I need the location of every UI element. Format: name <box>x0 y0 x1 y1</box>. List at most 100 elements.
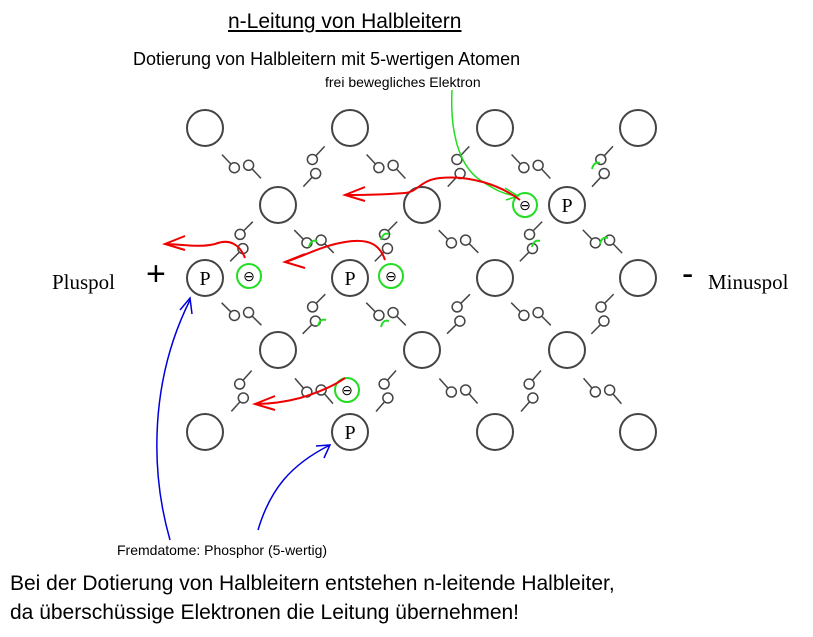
flow-arrowhead <box>161 235 186 251</box>
bond-line <box>365 302 376 313</box>
phosphor-atom <box>548 186 586 224</box>
minuspol-label: Minuspol <box>708 270 789 294</box>
bond-electron <box>242 159 255 172</box>
bond-electron <box>228 309 241 322</box>
bond-electron <box>381 242 394 255</box>
bond-line <box>532 221 543 232</box>
bond-electron <box>373 161 385 174</box>
bond-line <box>459 145 470 157</box>
bond-line <box>541 315 552 326</box>
electron-mark <box>317 318 327 327</box>
bond-line <box>396 315 407 326</box>
bond-electron <box>306 301 319 313</box>
pointer-arrowhead <box>315 444 332 459</box>
silicon-atom <box>619 259 657 297</box>
bond-line <box>604 293 615 304</box>
electron-mark <box>308 239 318 248</box>
plus-sign: + <box>146 255 166 293</box>
silicon-atom <box>259 186 297 224</box>
bond-line <box>612 243 623 254</box>
bond-line <box>302 176 313 188</box>
bond-line <box>603 145 614 157</box>
bond-line <box>468 243 479 254</box>
bond-electron <box>451 301 463 313</box>
bond-electron <box>454 315 466 327</box>
bond-line <box>221 302 232 313</box>
silicon-atom <box>403 331 441 369</box>
bond-electron <box>518 309 530 322</box>
subtitle: Dotierung von Halbleitern mit 5-wertigen… <box>133 49 521 69</box>
bond-line <box>242 370 253 381</box>
silicon-atom <box>619 109 657 147</box>
bond-electron <box>451 153 463 166</box>
bond-line <box>395 168 406 179</box>
foreign-atom-pointer <box>156 299 191 541</box>
silicon-atom <box>186 413 224 451</box>
bond-line <box>520 401 531 412</box>
bond-electron <box>228 161 241 174</box>
bond-electron <box>445 386 458 398</box>
free-electron-ring <box>236 263 262 289</box>
silicon-atom <box>619 413 657 451</box>
bond-line <box>531 370 542 381</box>
silicon-atom <box>476 109 514 147</box>
phosphor-atom <box>331 259 369 297</box>
bond-line <box>324 243 335 254</box>
bond-line <box>510 302 521 313</box>
bond-electron <box>233 378 246 390</box>
bond-electron <box>532 159 544 172</box>
bond-electron <box>373 309 385 322</box>
free-electron-ring <box>378 263 404 289</box>
bond-electron <box>242 306 255 319</box>
bond-line <box>582 229 593 240</box>
electron-icon: ⊖ <box>385 268 397 284</box>
bond-electron <box>598 315 610 327</box>
minus-sign: - <box>682 255 694 293</box>
pluspol-label: Pluspol <box>52 270 116 294</box>
bond-line <box>540 168 551 179</box>
bond-line <box>460 293 471 304</box>
electron-mark <box>380 319 390 328</box>
bond-line <box>582 377 593 389</box>
bond-line <box>438 229 449 240</box>
flow-arrowhead <box>341 186 366 202</box>
bond-line <box>229 251 240 262</box>
phosphor-symbol: P <box>199 268 210 290</box>
bond-electron <box>237 392 250 404</box>
bond-electron <box>445 237 458 249</box>
bond-line <box>591 176 602 188</box>
bond-electron <box>234 228 246 241</box>
silicon-atom <box>548 331 586 369</box>
bond-electron <box>532 306 544 319</box>
bond-electron <box>598 167 610 180</box>
phosphor-atom <box>186 259 224 297</box>
bond-electron <box>387 159 399 172</box>
bond-electron <box>527 392 539 404</box>
pointer-arrowhead <box>179 296 193 315</box>
conclusion-line-2: da überschüssige Elektronen die Leitung … <box>10 601 520 624</box>
bond-line <box>375 401 386 412</box>
bond-line <box>612 393 623 405</box>
bond-electron <box>589 386 602 398</box>
bond-electron <box>306 153 319 166</box>
bond-line <box>438 378 449 389</box>
electron-icon: ⊖ <box>341 382 353 398</box>
bond-line <box>447 176 458 188</box>
silicon-atom <box>403 186 441 224</box>
electron-flow-arrow <box>344 176 521 201</box>
silicon-atom <box>259 331 297 369</box>
bond-line <box>221 154 232 165</box>
bond-electron <box>309 167 322 180</box>
bond-line <box>251 315 262 326</box>
bond-electron <box>589 237 602 249</box>
bond-line <box>519 251 530 262</box>
phosphor-symbol: P <box>561 195 572 217</box>
bond-electron <box>378 378 390 390</box>
electron-flow-arrow <box>254 377 346 405</box>
bond-electron <box>518 161 530 174</box>
bond-electron <box>459 234 472 246</box>
foreign-atoms-label: Fremdatome: Phosphor (5-wertig) <box>117 542 328 558</box>
free-electron-pointer <box>450 89 519 197</box>
bond-electron <box>603 384 616 396</box>
